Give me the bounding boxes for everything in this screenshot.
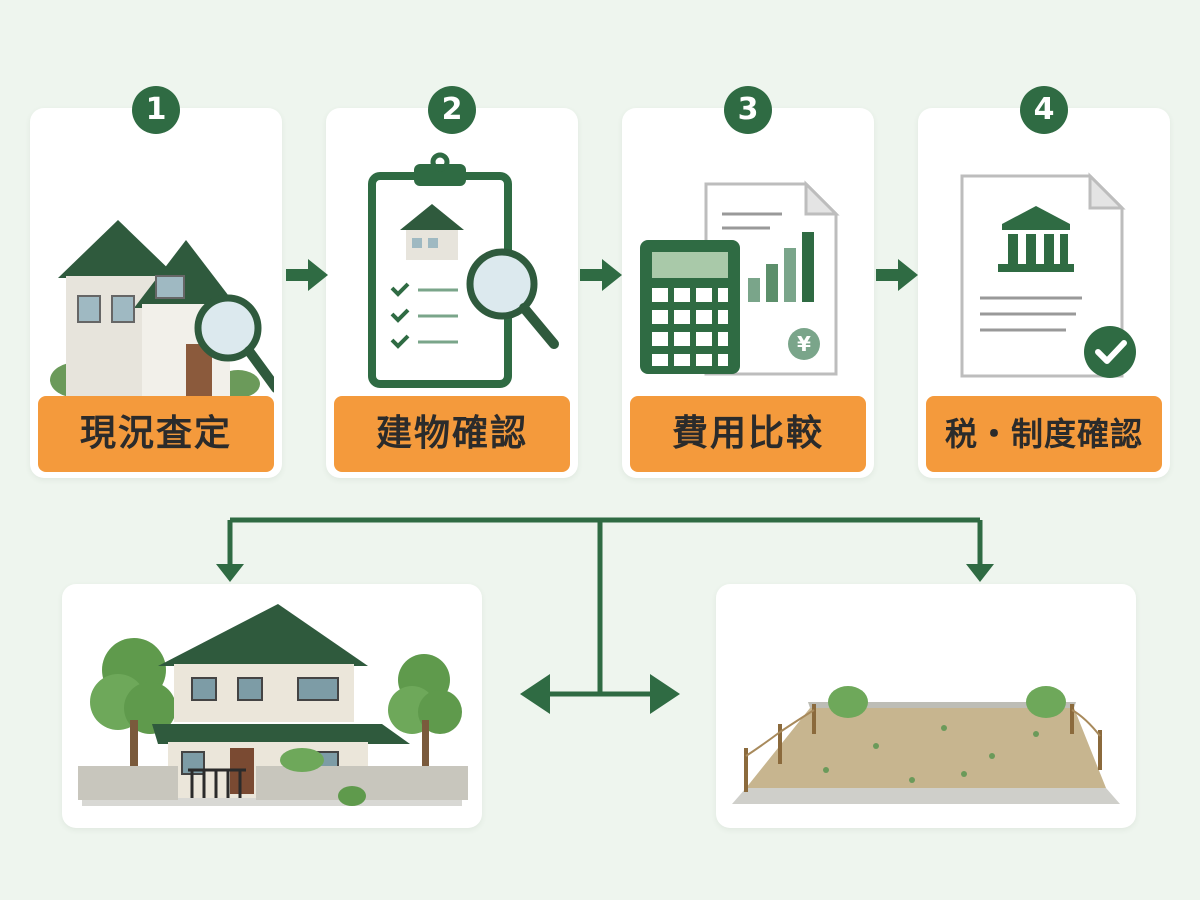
step-number-badge: 4 xyxy=(1020,86,1068,134)
step-label: 現況査定 xyxy=(38,396,274,472)
step-label: 建物確認 xyxy=(334,396,570,472)
vacant-lot-icon xyxy=(732,686,1120,804)
step-card-2: 建物確認 xyxy=(326,108,578,478)
arrow-right-icon xyxy=(580,259,622,291)
arrow-right-icon xyxy=(286,259,328,291)
step-number-badge: 2 xyxy=(428,86,476,134)
svg-text:¥: ¥ xyxy=(797,332,811,356)
step-label: 費用比較 xyxy=(630,396,866,472)
option-vacant-lot-card xyxy=(716,584,1136,828)
step-number-badge: 3 xyxy=(724,86,772,134)
step-card-4: 税・制度確認 xyxy=(918,108,1170,478)
step-number-badge: 1 xyxy=(132,86,180,134)
arrow-right-icon xyxy=(876,259,918,291)
step-label: 税・制度確認 xyxy=(926,396,1162,472)
clipboard-checklist-icon xyxy=(368,152,559,388)
bank-document-check-icon xyxy=(960,172,1136,378)
two-story-house-icon xyxy=(78,604,468,806)
calculator-document-icon: ¥ xyxy=(640,180,840,376)
step-card-3: ¥ 費用比較 xyxy=(622,108,874,478)
option-keep-house-card xyxy=(62,584,482,828)
house-magnifier-icon xyxy=(50,220,274,398)
step-card-1: 現況査定 xyxy=(30,108,282,478)
